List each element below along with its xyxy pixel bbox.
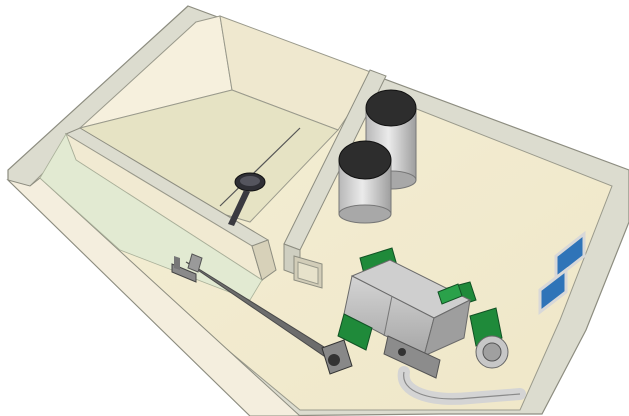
wall-panel-inner	[297, 261, 319, 285]
drain-pipe	[228, 190, 250, 226]
machine-green-panel-2	[437, 283, 463, 305]
pump-machine	[321, 247, 526, 405]
machine-fitting	[398, 348, 406, 356]
back-chamber	[64, 15, 387, 282]
chamber-front-wall-end	[251, 239, 277, 281]
floor-drain-inner	[240, 176, 260, 186]
machine-housing-side	[423, 299, 471, 357]
window-lower-icon	[538, 266, 568, 316]
left-floor-tint	[39, 133, 263, 301]
wall-front-left-face	[6, 177, 301, 416]
windows	[538, 230, 586, 316]
main-pipe	[171, 253, 334, 357]
machine-lower-block	[383, 335, 441, 379]
window-upper-icon	[554, 230, 586, 282]
rod-line	[219, 127, 301, 207]
tank-front	[338, 140, 392, 224]
machine-green-panel	[337, 313, 373, 351]
tanks	[338, 89, 417, 224]
